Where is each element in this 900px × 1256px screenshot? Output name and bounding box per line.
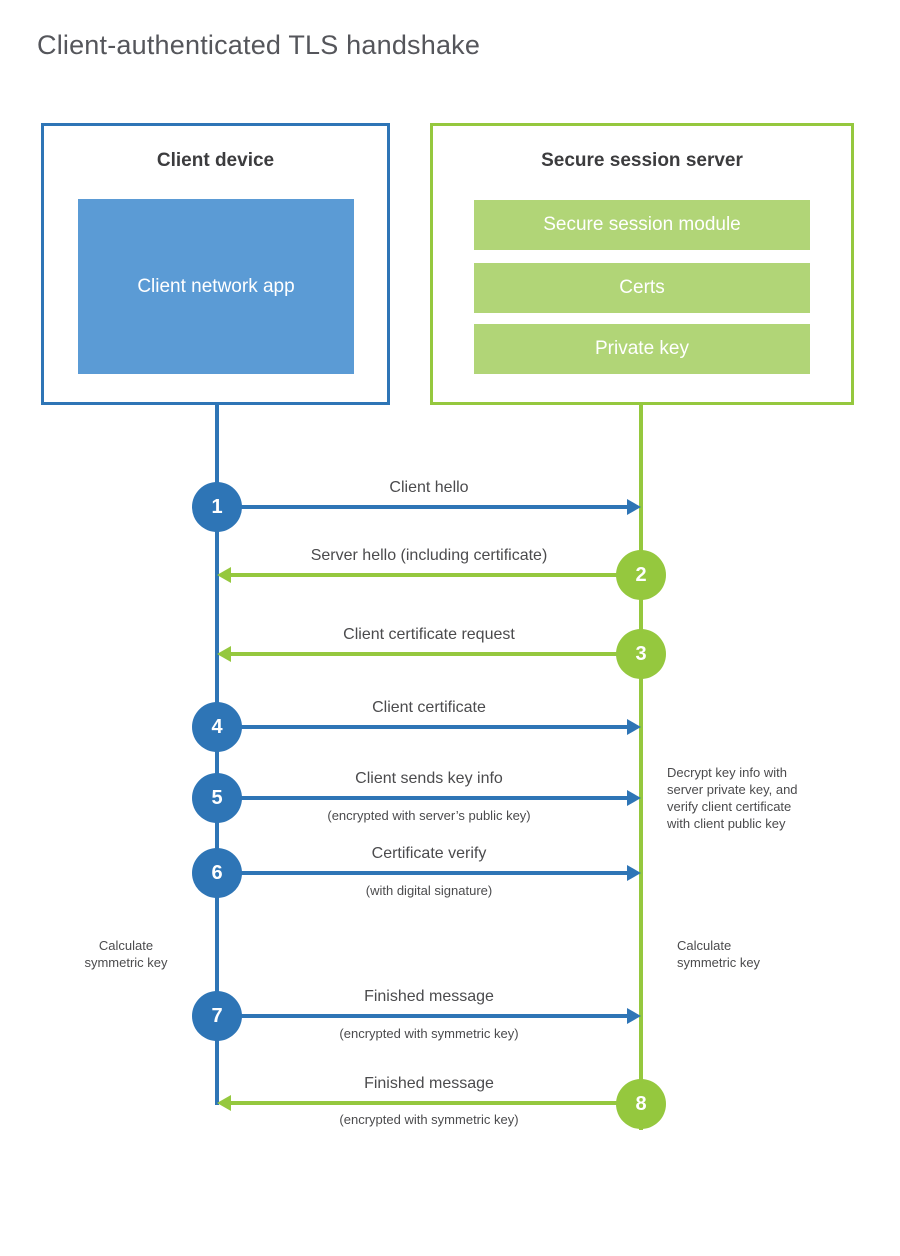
step-7-arrow xyxy=(217,1014,627,1018)
step-6-arrow xyxy=(217,871,627,875)
step-7-badge: 7 xyxy=(192,991,242,1041)
page-title: Client-authenticated TLS handshake xyxy=(37,30,481,60)
step-6-badge: 6 xyxy=(192,848,242,898)
step-8-label: Finished message xyxy=(364,1075,494,1092)
step-3-badge: 3 xyxy=(616,629,666,679)
calculate-symmetric-key-note-server: Calculate symmetric key xyxy=(677,938,761,970)
step-5-arrow xyxy=(217,796,627,800)
step-5-label: Client sends key info xyxy=(355,770,503,787)
step-1-arrowhead-icon xyxy=(627,499,641,515)
step-6-label: Certificate verify xyxy=(371,845,487,862)
step-3-arrowhead-icon xyxy=(217,646,231,662)
step-2-arrow xyxy=(231,573,641,577)
step-6-sublabel: (with digital signature) xyxy=(365,883,493,898)
client-device-title: Client device xyxy=(156,150,275,171)
calculate-symmetric-key-note-client: Calculate symmetric key xyxy=(84,938,168,970)
step-1-label: Client hello xyxy=(389,479,469,496)
client-network-app-module: Client network app xyxy=(78,199,354,374)
step-1-badge: 1 xyxy=(192,482,242,532)
step-2-label: Server hello (including certificate) xyxy=(310,547,548,564)
step-5-arrowhead-icon xyxy=(627,790,641,806)
client-lifeline xyxy=(215,404,219,1105)
decrypt-key-note: Decrypt key info with server private key… xyxy=(667,765,798,831)
step-7-arrowhead-icon xyxy=(627,1008,641,1024)
secure-session-module-bar: Secure session module xyxy=(474,200,810,250)
step-4-badge: 4 xyxy=(192,702,242,752)
step-4-label: Client certificate xyxy=(372,699,486,716)
step-7-sublabel: (encrypted with symmetric key) xyxy=(339,1026,519,1041)
secure-session-server-box: Secure session server Secure session mod… xyxy=(430,123,854,405)
step-8-badge: 8 xyxy=(616,1079,666,1129)
private-key-bar: Private key xyxy=(474,324,810,374)
secure-session-server-title: Secure session server xyxy=(541,150,743,171)
server-lifeline xyxy=(639,404,643,1130)
step-8-arrowhead-icon xyxy=(217,1095,231,1111)
step-7-label: Finished message xyxy=(364,988,494,1005)
step-4-arrowhead-icon xyxy=(627,719,641,735)
step-6-arrowhead-icon xyxy=(627,865,641,881)
client-device-box: Client device Client network app xyxy=(41,123,390,405)
certs-bar: Certs xyxy=(474,263,810,313)
step-5-sublabel: (encrypted with server’s public key) xyxy=(327,808,531,823)
step-2-arrowhead-icon xyxy=(217,567,231,583)
step-2-badge: 2 xyxy=(616,550,666,600)
step-1-arrow xyxy=(217,505,627,509)
step-8-sublabel: (encrypted with symmetric key) xyxy=(339,1112,519,1127)
step-8-arrow xyxy=(231,1101,641,1105)
step-4-arrow xyxy=(217,725,627,729)
step-3-label: Client certificate request xyxy=(343,626,515,643)
step-5-badge: 5 xyxy=(192,773,242,823)
step-3-arrow xyxy=(231,652,641,656)
